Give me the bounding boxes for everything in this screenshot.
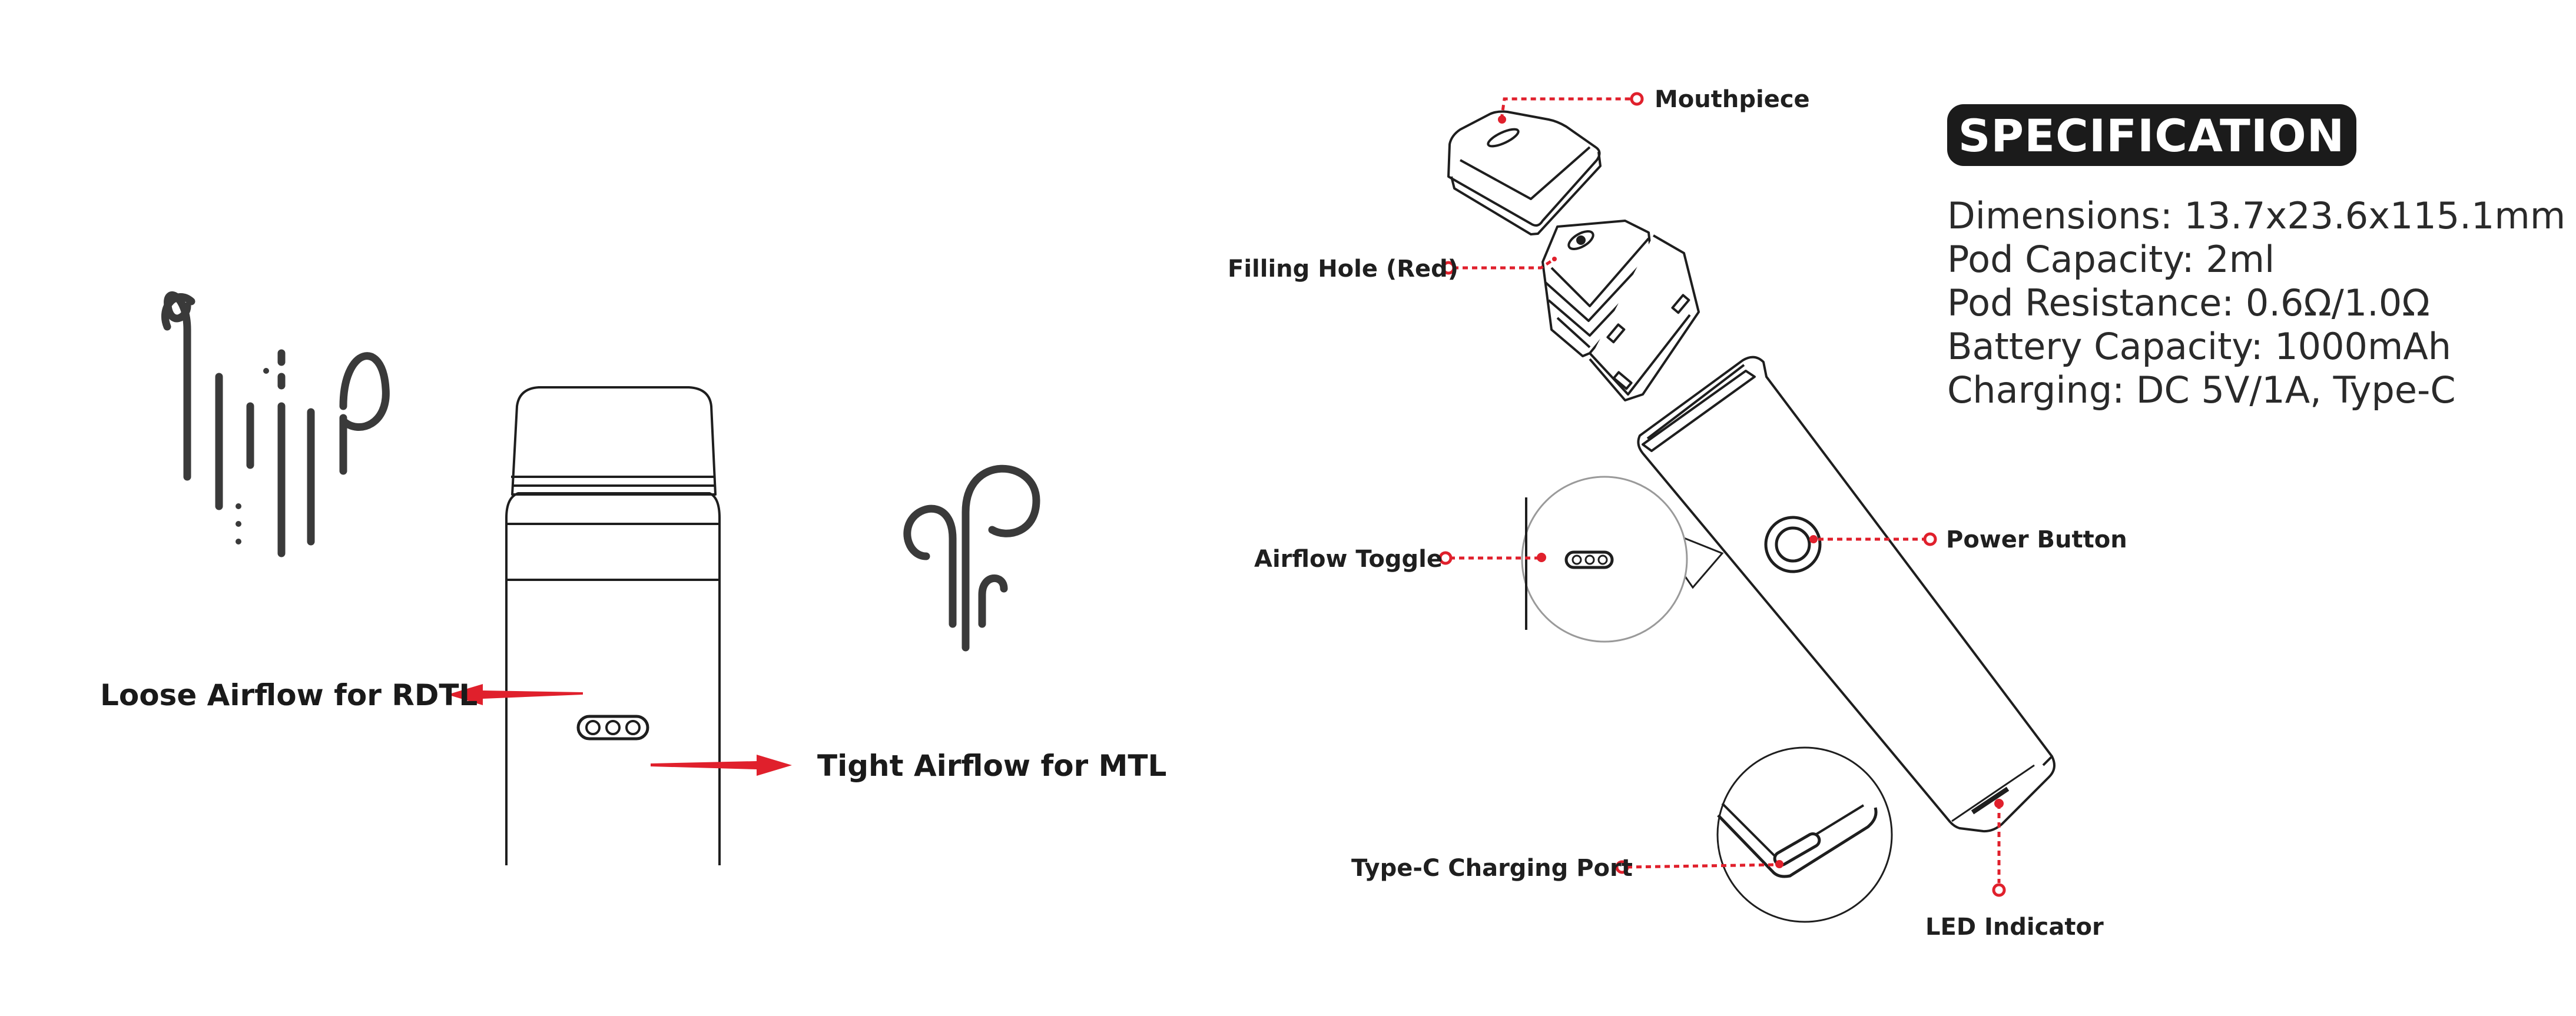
spec-charging: Charging: DC 5V/1A, Type-C (1947, 368, 2456, 411)
callout-endpoints (1438, 92, 2006, 897)
loose-airflow-icon (161, 291, 390, 557)
spec-dimensions: Dimensions: 13.7x23.6x115.1mm (1947, 194, 2565, 237)
mouthpiece-label: Mouthpiece (1655, 86, 1810, 113)
charging-port-leader (1626, 863, 1776, 869)
airflow-toggle-detail (1521, 476, 1724, 643)
led-indicator-label: LED Indicator (1925, 914, 2104, 941)
exploded-mouthpiece (1447, 110, 1602, 235)
loose-airflow-label: Loose Airflow for RDTL (100, 678, 478, 712)
device-front-view (505, 386, 721, 865)
airflow-toggle-label: Airflow Toggle (1254, 546, 1443, 573)
front-body (505, 492, 721, 865)
power-button-label: Power Button (1946, 526, 2127, 553)
callout-leaders (1450, 97, 2001, 883)
charging-port-label: Type-C Charging Port (1351, 855, 1633, 882)
front-airflow-slot (576, 715, 649, 741)
loose-airflow-arrow (447, 684, 583, 705)
filling-hole-leader (1453, 257, 1556, 270)
callout-anchors (1498, 115, 2004, 808)
mouthpiece-leader (1500, 97, 1631, 120)
tight-airflow-arrow (651, 755, 792, 776)
tight-airflow-label: Tight Airflow for MTL (817, 749, 1166, 783)
spec-pod-resistance: Pod Resistance: 0.6Ω/1.0Ω (1947, 281, 2430, 324)
specification-title: SPECIFICATION (1958, 109, 2345, 162)
specification-panel: SPECIFICATION Dimensions: 13.7x23.6x115.… (1947, 104, 2565, 411)
exploded-pod (1541, 220, 1700, 401)
specification-badge (1947, 104, 2356, 166)
spec-battery-capacity: Battery Capacity: 1000mAh (1947, 325, 2451, 368)
charging-port-detail (1716, 746, 1893, 923)
spec-pod-capacity: Pod Capacity: 2ml (1947, 238, 2275, 281)
front-mouthpiece (511, 386, 717, 496)
tight-airflow-icon (903, 464, 1040, 652)
exploded-body (1637, 356, 2056, 833)
filling-hole-label: Filling Hole (Red) (1228, 255, 1458, 283)
airflow-arrows (447, 684, 792, 776)
